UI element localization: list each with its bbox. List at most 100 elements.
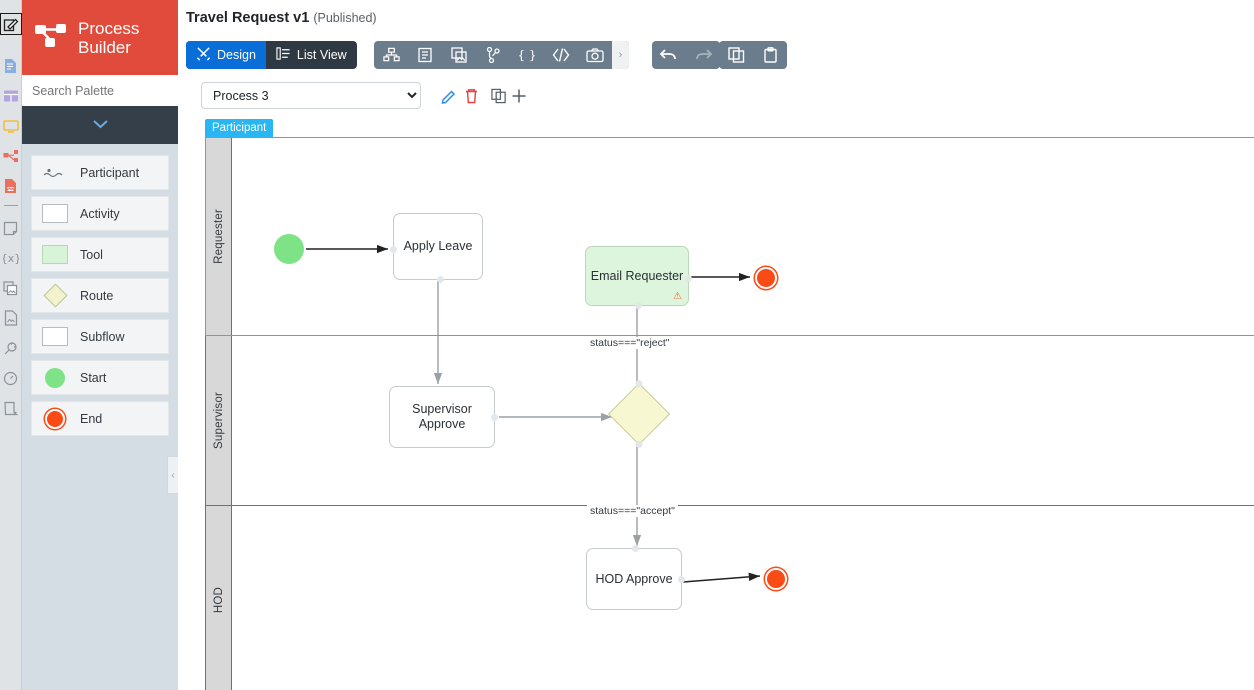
chevron-right-icon: › [618,49,623,61]
lane-requester[interactable]: Requester [205,137,1254,336]
variable-braces-icon[interactable]: {x} [1,248,21,268]
copy-icon[interactable] [719,41,753,69]
image-copy-icon[interactable] [1,278,21,298]
lane-body-hod[interactable]: HOD Approve [232,506,1254,690]
swimlane-pool: Requester [205,137,1254,690]
monitor-icon[interactable] [1,116,21,136]
palette-item-label: End [80,411,103,426]
lane-hod[interactable]: HOD [205,506,1254,690]
search-input[interactable] [22,75,178,106]
scroll-icon[interactable] [1,398,21,418]
task-node-hod-approve[interactable]: HOD Approve [586,545,685,610]
palette-item-label: Route [80,288,114,303]
plug-icon[interactable] [1,338,21,358]
copy-process-icon[interactable] [491,88,507,104]
lane-body-requester[interactable]: Apply Leave Email Requester ⚠ [232,138,1254,335]
start-circle-icon [41,367,69,388]
delete-process-icon[interactable] [463,88,479,104]
process-select[interactable]: Process 3 [201,82,421,109]
document-icon[interactable] [1,56,21,76]
end-node-2[interactable] [765,568,787,590]
lane-edges [632,506,761,583]
palette-item-label: Activity [80,206,120,221]
palette-item-subflow[interactable]: Subflow [31,319,169,354]
pdf-file-icon[interactable] [1,176,21,196]
palette-item-label: Subflow [80,329,125,344]
note-icon[interactable] [1,218,21,238]
node-label: Apply Leave [403,239,473,253]
rect-shape-icon [41,204,69,224]
svg-text:{ }: { } [519,48,535,62]
rail-divider [3,205,18,206]
node-label: Email Requester [590,269,684,283]
palette-item-label: Tool [80,247,103,262]
lane-label: HOD [212,587,225,614]
edit-pencil-icon[interactable] [0,13,22,35]
publish-status: (Published) [313,11,377,25]
design-tools-icon [196,46,211,64]
add-process-icon[interactable] [511,88,527,104]
camera-icon[interactable] [578,41,612,69]
page-title: Travel Request v1 (Published) [186,10,377,26]
palette-item-start[interactable]: Start [31,360,169,395]
redo-icon[interactable] [686,41,720,69]
rect-green-shape-icon [41,245,69,265]
palette-item-end[interactable]: End [31,401,169,436]
end-node-1[interactable] [755,267,777,289]
palette-item-route[interactable]: Route [31,278,169,313]
tab-design[interactable]: Design [186,41,266,69]
node-label: HOD Approve [595,571,673,586]
tab-list-view[interactable]: List View [266,41,357,69]
lane-edges [306,244,750,335]
tool-node-email-requester[interactable]: Email Requester ⚠ [585,246,692,309]
list-view-icon [276,46,291,64]
palette-header[interactable] [22,106,178,144]
form-icon[interactable] [408,41,442,69]
lane-header-requester[interactable]: Requester [206,138,232,335]
undo-icon[interactable] [652,41,686,69]
start-node[interactable] [274,234,304,264]
image-edit-icon[interactable] [442,41,476,69]
pool-tab-participant[interactable]: Participant [205,119,274,137]
tab-label: List View [296,48,347,62]
swimlane-icon [41,163,69,183]
chevron-left-icon: ‹ [171,469,175,481]
warning-icon: ⚠ [673,291,682,302]
task-node-apply-leave[interactable]: Apply Leave [390,213,483,283]
edit-process-icon[interactable] [441,88,457,104]
image-file-icon[interactable] [1,308,21,328]
svg-text:{x}: {x} [3,252,19,265]
rect-shape-icon [41,327,69,347]
branch-icon[interactable] [476,41,510,69]
palette-item-participant[interactable]: Participant [31,155,169,190]
diamond-shape-icon [41,283,69,308]
chevron-down-icon[interactable] [92,116,108,134]
json-braces-icon[interactable]: { } [510,41,544,69]
toolbar-primary: { } › [374,41,629,69]
grid-table-icon[interactable] [1,86,21,106]
diagram-canvas[interactable]: Participant Requester [178,113,1254,690]
process-tree-icon[interactable] [1,146,21,166]
lane-header-supervisor[interactable]: Supervisor [206,336,232,505]
lane-supervisor[interactable]: Supervisor [205,336,1254,506]
palette-items: Participant Activity Tool Route Subflow … [31,155,169,442]
palette-item-tool[interactable]: Tool [31,237,169,272]
edge-label-accept: status==="accept" [587,505,678,517]
lane-edges [433,336,638,505]
palette-item-label: Start [80,370,107,385]
code-icon[interactable] [544,41,578,69]
gauge-icon[interactable] [1,368,21,388]
route-node[interactable] [607,378,671,450]
lane-header-hod[interactable]: HOD [206,506,232,690]
toolbar-more-button[interactable]: › [612,41,629,69]
palette-item-activity[interactable]: Activity [31,196,169,231]
paste-icon[interactable] [753,41,787,69]
hierarchy-icon[interactable] [374,41,408,69]
process-nodes-logo [34,19,70,56]
lane-label: Requester [212,209,225,264]
